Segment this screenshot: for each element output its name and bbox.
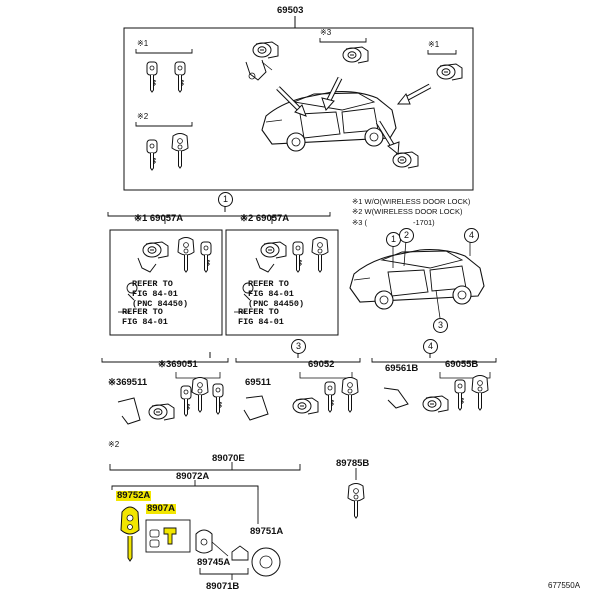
- part-number-8907a: 8907A: [146, 503, 176, 514]
- part-number-89745a: 89745A: [197, 557, 231, 568]
- remote-key-icon: [191, 377, 209, 413]
- part-number-89752a: 89752A: [116, 490, 152, 501]
- lock-cylinder-icon: [292, 397, 319, 415]
- part-number-69511-g1: ※369511: [108, 377, 148, 388]
- remote-key-icon: [311, 237, 329, 273]
- remote-key-icon: [471, 375, 489, 411]
- part-number-69503: 69503: [277, 5, 304, 16]
- top-section: [123, 16, 474, 191]
- part-number-69511-g3: 69511: [245, 377, 271, 388]
- legend-note-3-suffix: -1701): [413, 218, 435, 227]
- key-icon: [454, 379, 466, 411]
- lock-cylinder-icon: [260, 241, 287, 259]
- remote-key-icon: [341, 377, 359, 413]
- key-sets: [107, 205, 339, 336]
- note-cylinder-3: ※3: [320, 28, 332, 37]
- remote-key-icon: [347, 483, 365, 519]
- lock-cylinder-icon: [142, 241, 169, 259]
- legend-note-3-prefix: ※3 (: [352, 218, 368, 227]
- lock-cylinder-icon: [148, 403, 175, 421]
- part-number-89070e: 89070E: [212, 453, 245, 464]
- figure-code: 677550A: [548, 581, 581, 590]
- part-number-69051: ※369051: [158, 359, 198, 370]
- part-number-69055b: 69055B: [445, 359, 479, 370]
- car-callout-4: 4: [464, 228, 479, 243]
- key-icon: [200, 241, 212, 273]
- lock-cylinder-icon: [392, 151, 419, 169]
- note-key-set-2: ※2: [137, 112, 149, 121]
- bottom-section: [109, 462, 365, 580]
- part-number-69561b: 69561B: [385, 363, 419, 374]
- group-4-circle: 4: [423, 339, 438, 354]
- key-icon: [146, 139, 158, 171]
- key-icon: [292, 241, 304, 273]
- part-number-89071b: 89071B: [206, 581, 240, 592]
- middle-groups: [101, 352, 497, 425]
- set2-refer-note-2: REFER TO FIG 84-01: [238, 307, 284, 327]
- set1-refer-note-2: REFER TO FIG 84-01: [122, 307, 168, 327]
- remote-key-icon: [171, 133, 189, 169]
- part-number-89072a: 89072A: [176, 471, 210, 482]
- key-icon: [174, 61, 186, 93]
- note-bottom: ※2: [108, 440, 120, 449]
- lock-cylinder-icon: [342, 46, 369, 64]
- key-icon: [180, 385, 192, 417]
- lock-cylinder-icon: [245, 41, 279, 81]
- part-number-69052: 69052: [308, 359, 335, 370]
- callout-circle-1: 1: [218, 192, 233, 207]
- part-number-89751a: 89751A: [250, 526, 284, 537]
- car-callout-2: 2: [399, 228, 414, 243]
- set1-label: ※1 69057A: [134, 213, 184, 224]
- note-cylinder-1: ※1: [428, 40, 440, 49]
- lock-cylinder-icon: [436, 63, 463, 81]
- key-icon: [324, 381, 336, 413]
- note-key-set-1: ※1: [137, 39, 149, 48]
- callout-car: [349, 236, 485, 319]
- legend-note-2: ※2 W(WIRELESS DOOR LOCK): [352, 207, 463, 216]
- set1-refer-note: REFER TO FIG 84-01 (PNC 84450): [132, 279, 189, 309]
- part-number-89785b: 89785B: [336, 458, 370, 469]
- car-icon: [349, 249, 485, 310]
- remote-key-icon: [177, 237, 195, 273]
- key-icon: [212, 383, 224, 415]
- key-icon: [146, 61, 158, 93]
- lock-cylinder-icon: [422, 395, 449, 413]
- car-callout-3: 3: [433, 318, 448, 333]
- legend-note-1: ※1 W/O(WIRELESS DOOR LOCK): [352, 197, 471, 206]
- set2-label: ※2 69057A: [240, 213, 290, 224]
- remote-key-icon: [120, 506, 140, 562]
- arrow-icon: [276, 76, 432, 155]
- set2-refer-note: REFER TO FIG 84-01 (PNC 84450): [248, 279, 305, 309]
- group-3-circle: 3: [291, 339, 306, 354]
